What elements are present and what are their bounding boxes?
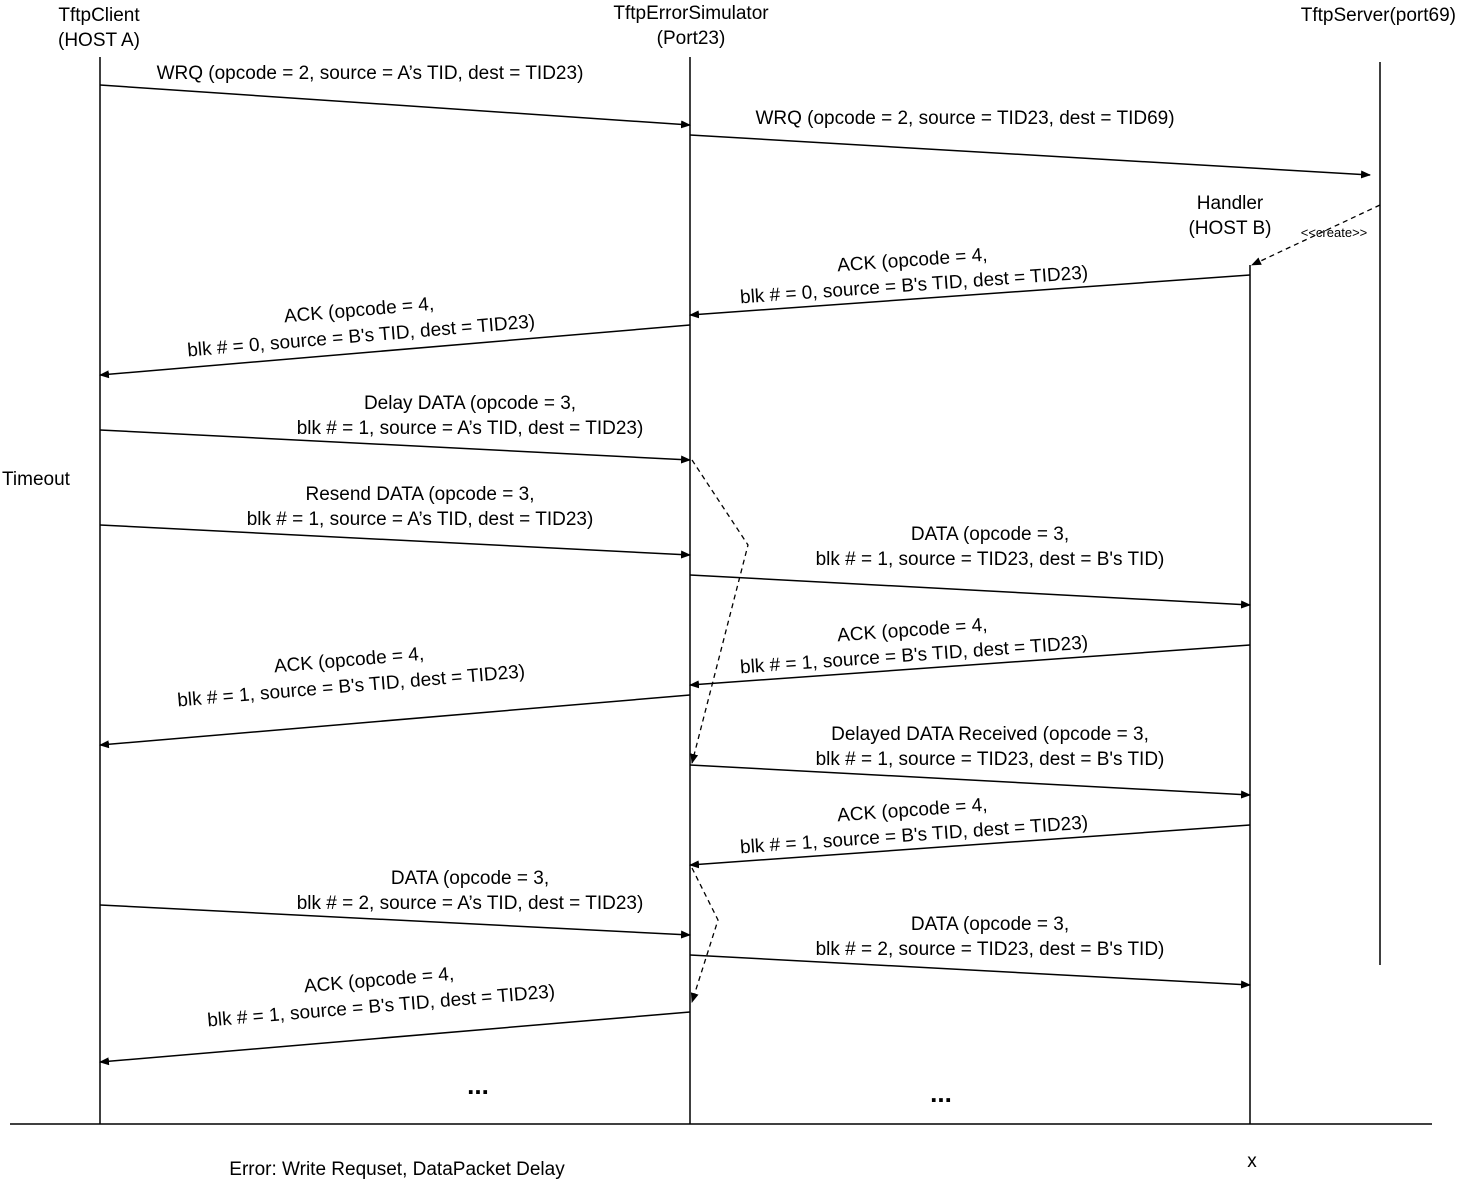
arrow-ack1-sim-to-client [99,694,691,749]
create-label: <<create>> [1301,225,1368,240]
ellipsis-left: ... [467,1070,489,1100]
client-title: TftpClient [58,5,140,26]
client-host: (HOST A) [58,30,140,51]
arrow-ack1c-sim-to-client [99,1011,691,1066]
arrow-delay-data-client-to-sim [99,429,691,464]
label-data1-line2: blk # = 1, source = TID23, dest = B's TI… [816,549,1165,570]
delay-path-1 [690,459,749,764]
label-wrq-server: WRQ (opcode = 2, source = TID23, dest = … [755,108,1174,129]
ellipsis-right: ... [930,1078,952,1108]
arrow-delayed-data-sim-to-handler [689,764,1251,799]
end-marker: x [1247,1151,1257,1172]
label-data2-handler-line2: blk # = 2, source = TID23, dest = B's TI… [816,939,1165,960]
label-data1-line1: DATA (opcode = 3, [911,524,1069,545]
label-delay-data-line1: Delay DATA (opcode = 3, [364,393,576,414]
footer-caption: Error: Write Requset, DataPacket Delay [229,1159,565,1180]
label-data2-handler-line1: DATA (opcode = 3, [911,914,1069,935]
label-delayed-data-line1: Delayed DATA Received (opcode = 3, [831,724,1149,745]
server-title: TftpServer(port69) [1301,5,1456,26]
arrow-ack0-sim-to-client [99,324,691,379]
label-data2-client-line1: DATA (opcode = 3, [391,868,549,889]
label-wrq-client: WRQ (opcode = 2, source = A’s TID, dest … [157,63,584,84]
arrow-data2-sim-to-handler [689,954,1251,989]
simulator-title: TftpErrorSimulator [613,3,769,24]
arrow-wrq-client-to-sim [99,84,691,129]
arrow-data1-sim-to-handler [689,574,1251,609]
label-delayed-data-line2: blk # = 1, source = TID23, dest = B's TI… [816,749,1165,770]
delay-path-2 [690,867,719,1003]
simulator-port: (Port23) [657,28,726,49]
arrow-ack0-handler-to-sim [689,274,1251,319]
label-delay-data-line2: blk # = 1, source = A’s TID, dest = TID2… [297,418,644,439]
create-arrow [1251,204,1381,266]
arrow-ack1-handler-to-sim [689,644,1251,689]
arrow-data2-client-to-sim [99,904,691,939]
arrow-ack1b-handler-to-sim [689,824,1251,869]
arrow-wrq-sim-to-server [689,134,1371,179]
handler-host: (HOST B) [1188,218,1271,239]
handler-title: Handler [1197,193,1264,214]
label-data2-client-line2: blk # = 2, source = A’s TID, dest = TID2… [297,893,644,914]
timeout-label: Timeout [2,469,71,490]
label-resend-data-line1: Resend DATA (opcode = 3, [305,484,534,505]
label-resend-data-line2: blk # = 1, source = A’s TID, dest = TID2… [247,509,594,530]
arrow-resend-data-client-to-sim [99,524,691,559]
